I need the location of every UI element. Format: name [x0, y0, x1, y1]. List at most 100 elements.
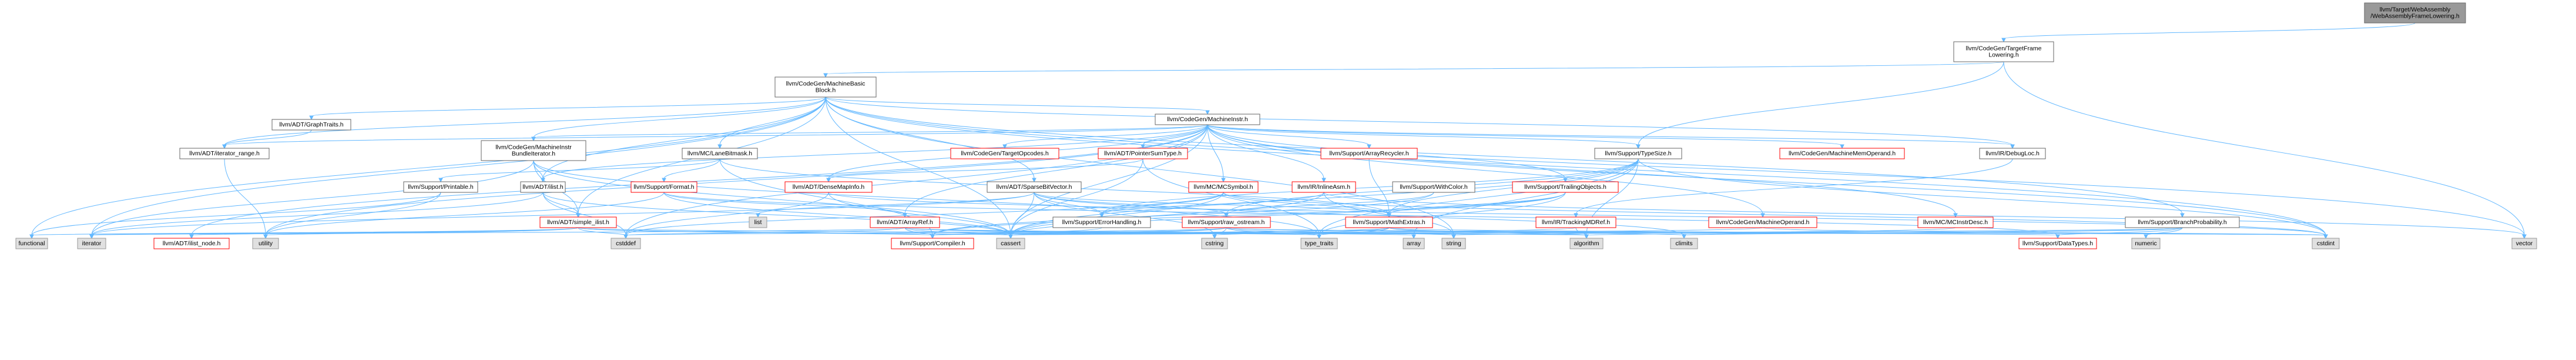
node-errhandling[interactable]: llvm/Support/ErrorHandling.h: [1052, 216, 1151, 228]
node-branchprob[interactable]: llvm/Support/BranchProbability.h: [2125, 216, 2240, 228]
node-label-mbb-1: Block.h: [816, 86, 836, 94]
node-graphtraits[interactable]: llvm/ADT/GraphTraits.h: [271, 119, 351, 131]
node-vector[interactable]: vector: [2511, 238, 2537, 249]
node-box-printable: [403, 181, 478, 193]
node-lanebm[interactable]: llvm/MC/LaneBitmask.h: [682, 148, 758, 159]
node-ilist[interactable]: llvm/ADT/ilist.h: [520, 181, 566, 193]
edge-arrowhead-mi-to-arrayrecycler: [1367, 144, 1371, 149]
node-trailingobj[interactable]: llvm/Support/TrailingObjects.h: [1512, 181, 1619, 193]
node-label-mibundle-0: llvm/CodeGen/MachineInstr: [495, 144, 572, 151]
edge-arrowhead-simpleilist-to-functional: [29, 234, 34, 239]
node-label-numeric-0: numeric: [2135, 240, 2156, 247]
node-mcsymbol[interactable]: llvm/MC/MCSymbol.h: [1188, 181, 1259, 193]
node-mmo[interactable]: llvm/CodeGen/MachineMemOperand.h: [1779, 148, 1905, 159]
edge-sparsebv-to-climits: [1034, 192, 1685, 236]
edge-arrowhead-mi-to-mcsymbol: [1221, 178, 1226, 183]
node-functional[interactable]: functional: [15, 238, 48, 249]
node-box-typetraits: [1300, 238, 1338, 249]
node-cstddef[interactable]: cstddef: [611, 238, 641, 249]
node-mi[interactable]: llvm/CodeGen/MachineInstr.h: [1155, 114, 1260, 125]
node-mo[interactable]: llvm/CodeGen/MachineOperand.h: [1708, 216, 1817, 228]
node-box-climits: [1670, 238, 1698, 249]
edge-arrowhead-lanebm-to-printable: [438, 178, 443, 183]
edge-simpleilist-to-iterator: [91, 227, 579, 236]
node-box-typesize: [1594, 148, 1682, 159]
node-mathextras[interactable]: llvm/Support/MathExtras.h: [1345, 216, 1433, 228]
node-printable[interactable]: llvm/Support/Printable.h: [403, 181, 478, 193]
node-climits[interactable]: climits: [1670, 238, 1698, 249]
edge-mbb-to-lanebm: [719, 96, 826, 146]
node-label-tfl-1: Lowering.h: [1988, 51, 2019, 58]
node-box-list: [749, 216, 767, 228]
edge-mbb-to-iterrange: [224, 96, 826, 146]
edge-typesize-to-typetraits: [1319, 158, 1639, 236]
node-arrayrecycler[interactable]: llvm/Support/ArrayRecycler.h: [1320, 148, 1418, 159]
node-densemapinfo[interactable]: llvm/ADT/DenseMapInfo.h: [784, 181, 873, 193]
node-cassert[interactable]: cassert: [996, 238, 1025, 249]
node-box-debugloc: [1979, 148, 2046, 159]
edge-mi-to-utility: [265, 124, 1208, 236]
node-datatypes[interactable]: llvm/Support/DataTypes.h: [2018, 238, 2097, 249]
node-box-cstring: [1201, 238, 1228, 249]
node-debugloc[interactable]: llvm/IR/DebugLoc.h: [1979, 148, 2046, 159]
node-label-climits-0: climits: [1675, 240, 1692, 247]
node-format[interactable]: llvm/Support/Format.h: [630, 181, 697, 193]
node-array[interactable]: array: [1403, 238, 1425, 249]
node-box-lanebm: [682, 148, 758, 159]
node-utility[interactable]: utility: [252, 238, 279, 249]
node-mibundle[interactable]: llvm/CodeGen/MachineInstrBundleIterator.…: [481, 140, 586, 161]
edge-mibundle-to-typetraits: [533, 160, 1320, 236]
node-trackingmdref[interactable]: llvm/IR/TrackingMDRef.h: [1535, 216, 1616, 228]
node-label-typesize-0: llvm/Support/TypeSize.h: [1605, 150, 1671, 157]
node-label-arrayrecycler-0: llvm/Support/ArrayRecycler.h: [1329, 150, 1409, 157]
node-label-algorithm-0: algorithm: [1574, 240, 1599, 247]
node-targetopcodes[interactable]: llvm/CodeGen/TargetOpcodes.h: [950, 148, 1059, 159]
edge-arrowhead-lanebm-to-format: [662, 178, 666, 183]
node-typesize[interactable]: llvm/Support/TypeSize.h: [1594, 148, 1682, 159]
node-list[interactable]: list: [749, 216, 767, 228]
node-box-targetopcodes: [950, 148, 1059, 159]
edge-ilist-to-simpleilist: [542, 192, 579, 215]
node-box-utility: [252, 238, 279, 249]
edge-mi-to-ilistnode: [191, 124, 1208, 236]
edge-tfl-to-mbb: [825, 61, 2004, 75]
node-cstdint[interactable]: cstdint: [2312, 238, 2340, 249]
node-iterrange[interactable]: llvm/ADT/iterator_range.h: [179, 148, 270, 159]
edge-printable-to-functional: [31, 192, 441, 236]
node-box-branchprob: [2125, 216, 2240, 228]
node-arrayref[interactable]: llvm/ADT/ArrayRef.h: [870, 216, 940, 228]
node-withcolor[interactable]: llvm/Support/WithColor.h: [1392, 181, 1475, 193]
node-typetraits[interactable]: type_traits: [1300, 238, 1338, 249]
node-label-iterrange-0: llvm/ADT/iterator_range.h: [189, 150, 260, 157]
node-sparsebv[interactable]: llvm/ADT/SparseBitVector.h: [987, 181, 1082, 193]
node-cstring[interactable]: cstring: [1201, 238, 1228, 249]
node-label-densemapinfo-0: llvm/ADT/DenseMapInfo.h: [793, 184, 865, 191]
edge-densemapinfo-to-cstddef: [625, 192, 829, 236]
node-label-ilistnode-0: llvm/ADT/ilist_node.h: [163, 240, 221, 247]
edge-arrowhead-simpleilist-to-ilistnode: [189, 234, 194, 239]
node-label-root-0: llvm/Target/WebAssembly: [2380, 6, 2451, 13]
edge-mi-to-mo: [1207, 124, 1763, 215]
node-ilistnode[interactable]: llvm/ADT/ilist_node.h: [153, 238, 230, 249]
node-inlineasm[interactable]: llvm/IR/InlineAsm.h: [1292, 181, 1356, 193]
node-compiler[interactable]: llvm/Support/Compiler.h: [891, 238, 974, 249]
edge-mibundle-to-iterator: [91, 160, 534, 236]
edge-mbb-to-branchprob: [825, 96, 2183, 215]
node-box-iterrange: [179, 148, 270, 159]
node-string[interactable]: string: [1441, 238, 1466, 249]
node-rawostream[interactable]: llvm/Support/raw_ostream.h: [1182, 216, 1271, 228]
edge-arrowhead-simpleilist-to-cstddef: [623, 234, 628, 239]
node-ptrsumtype[interactable]: llvm/ADT/PointerSumType.h: [1098, 148, 1188, 159]
node-mcinstrdesc[interactable]: llvm/MC/MCInstrDesc.h: [1917, 216, 1994, 228]
edge-mbb-to-mibundle: [533, 96, 826, 138]
node-label-trailingobj-0: llvm/Support/TrailingObjects.h: [1524, 184, 1606, 191]
edge-arrowhead-mathextras-to-climits: [1682, 234, 1686, 239]
node-iterator[interactable]: iterator: [77, 238, 106, 249]
node-label-branchprob-0: llvm/Support/BranchProbability.h: [2138, 219, 2227, 226]
node-simpleilist[interactable]: llvm/ADT/simple_ilist.h: [539, 216, 617, 228]
node-numeric[interactable]: numeric: [2131, 238, 2161, 249]
edge-mi-to-mcsymbol: [1207, 124, 1224, 179]
node-algorithm[interactable]: algorithm: [1569, 238, 1604, 249]
